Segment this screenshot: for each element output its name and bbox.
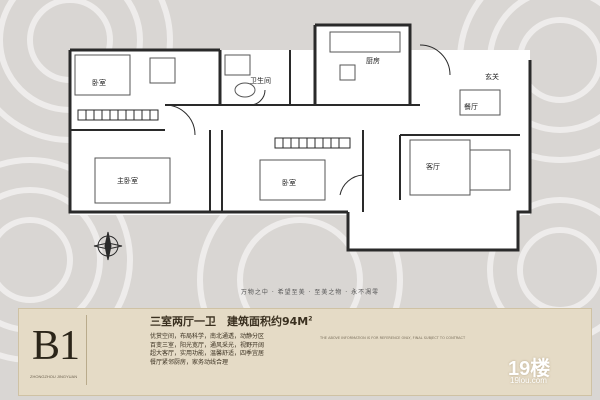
model-code: B1: [32, 323, 80, 369]
unit-description: 优赏空间，布局科学，南北通透，动静分区 百变三室，阳光宽厅，通风采光，视野开阔 …: [150, 333, 310, 367]
description-line: 百变三室，阳光宽厅，通风采光，视野开阔: [150, 341, 265, 349]
unit-title-text: 三室两厅一卫 建筑面积约94M: [150, 315, 309, 328]
room-label-master-bedroom: 主卧室: [117, 177, 138, 185]
room-label-kitchen: 厨房: [366, 57, 380, 65]
brand-logo-text: ZHONGZHOU JINGYUAN: [30, 374, 78, 379]
slogan: 万物之中 · 希望至美 · 至美之物 · 永不凋零: [240, 289, 380, 296]
room-label-bedroom-mid: 卧室: [282, 179, 296, 187]
room-label-dining: 餐厅: [464, 103, 478, 111]
room-label-bedroom: 卧室: [92, 79, 106, 87]
panel-divider: [86, 315, 87, 385]
description-line: 超大客厅，实用功能，温馨舒适，四季宜居: [150, 350, 265, 357]
room-label-living: 客厅: [426, 163, 440, 171]
description-line: 优赏空间，布局科学，南北通透，动静分区: [150, 333, 265, 340]
unit-title: 三室两厅一卫 建筑面积约94M2: [150, 313, 312, 329]
info-panel: [18, 308, 592, 396]
floor-plan: [68, 23, 532, 261]
description-line: 餐厅紧邻厨房，家务动线合理: [150, 358, 229, 366]
room-label-bathroom: 卫生间: [250, 77, 271, 85]
unit-title-sup: 2: [308, 315, 313, 323]
fine-print: THE ABOVE INFORMATION IS FOR REFERENCE O…: [320, 336, 466, 340]
watermark-logo: 19楼: [508, 358, 551, 380]
room-label-entrance: 玄关: [485, 73, 499, 81]
watermark-url: 19lou.com: [510, 376, 547, 385]
compass-icon: [93, 231, 123, 261]
